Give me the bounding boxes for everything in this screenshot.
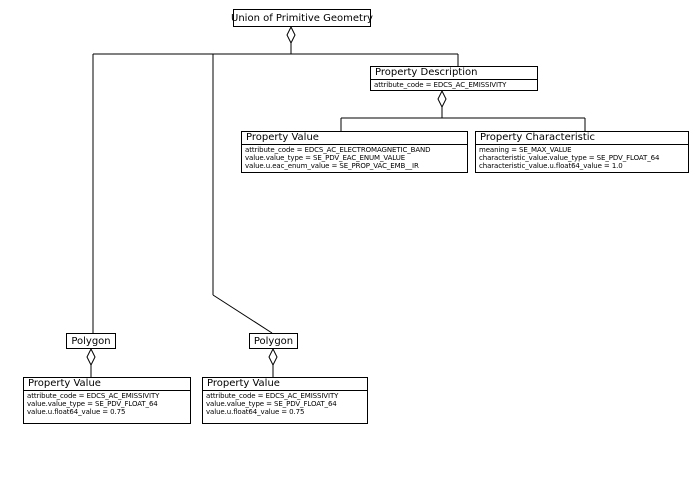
polygon-right-label: Polygon: [253, 335, 294, 347]
aggregation-diamond-polygon-right: [268, 347, 278, 367]
property-characteristic-attr: characteristic_value.u.float64_value = 1…: [479, 162, 623, 170]
union-of-primitive-geometry-box[interactable]: Union of Primitive Geometry: [231, 9, 373, 27]
property-description-box[interactable]: Property Description attribute_code = ED…: [370, 66, 538, 91]
property-characteristic-attr: characteristic_value.value_type = SE_PDV…: [479, 154, 660, 162]
property-value-left-attr: attribute_code = EDCS_AC_EMISSIVITY: [27, 392, 160, 400]
polygon-left-label: Polygon: [71, 335, 111, 347]
aggregation-diamond-polygon-left: [86, 347, 96, 367]
property-value-right-attr: attribute_code = EDCS_AC_EMISSIVITY: [206, 392, 339, 400]
property-value-right-box[interactable]: Property Value attribute_code = EDCS_AC_…: [202, 377, 368, 424]
property-characteristic-title: Property Characteristic: [476, 132, 688, 145]
property-value-right-title: Property Value: [203, 378, 367, 391]
union-of-primitive-geometry-label: Union of Primitive Geometry: [231, 12, 373, 24]
aggregation-diamond-root: [286, 25, 296, 45]
property-value-band-attr: attribute_code = EDCS_AC_ELECTROMAGNETIC…: [245, 146, 431, 154]
property-value-band-attr: value.u.eac_enum_value = SE_PROP_VAC_EMB…: [245, 162, 419, 170]
property-characteristic-box[interactable]: Property Characteristic meaning = SE_MAX…: [475, 131, 689, 173]
property-value-left-box[interactable]: Property Value attribute_code = EDCS_AC_…: [23, 377, 191, 424]
polygon-right-box[interactable]: Polygon: [249, 333, 298, 349]
property-value-right-attr: value.value_type = SE_PDV_FLOAT_64: [206, 400, 337, 408]
polygon-left-box[interactable]: Polygon: [66, 333, 116, 349]
property-description-title: Property Description: [371, 67, 537, 80]
property-value-left-title: Property Value: [24, 378, 190, 391]
property-description-attr: attribute_code = EDCS_AC_EMISSIVITY: [374, 81, 507, 89]
connector-to-polygon-right-b: [212, 294, 273, 334]
aggregation-diamond-property-description: [437, 89, 447, 109]
property-value-right-attr: value.u.float64_value = 0.75: [206, 408, 305, 416]
property-value-band-attr: value.value_type = SE_PDV_EAC_ENUM_VALUE: [245, 154, 406, 162]
property-value-band-box[interactable]: Property Value attribute_code = EDCS_AC_…: [241, 131, 468, 173]
property-value-left-attr: value.value_type = SE_PDV_FLOAT_64: [27, 400, 158, 408]
property-value-band-title: Property Value: [242, 132, 467, 145]
property-value-left-attr: value.u.float64_value = 0.75: [27, 408, 126, 416]
property-characteristic-attr: meaning = SE_MAX_VALUE: [479, 146, 572, 154]
